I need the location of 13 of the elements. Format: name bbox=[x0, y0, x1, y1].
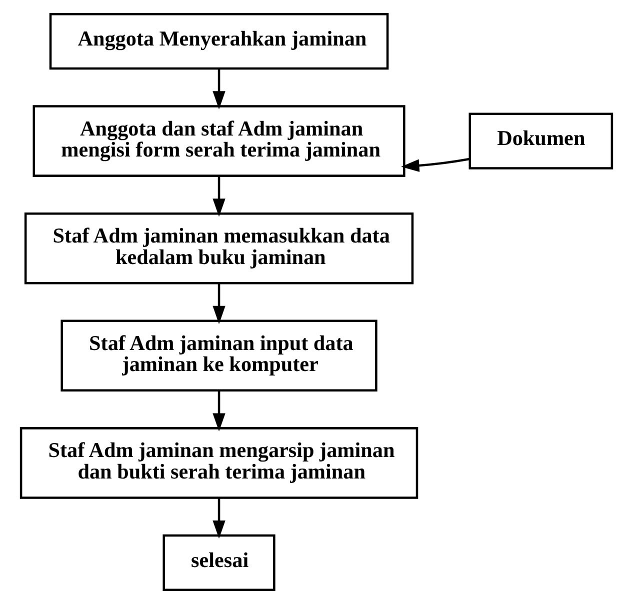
arrow bbox=[212, 283, 226, 324]
arrow bbox=[212, 68, 226, 110]
node-box: Staf Adm jaminan input data jaminan ke komputer bbox=[60, 320, 378, 392]
arrow bbox=[212, 390, 226, 432]
node-box: Staf Adm jaminan mengarsip jaminan dan bukti serah terima jaminan bbox=[20, 427, 418, 499]
node-box: Anggota dan staf Adm jaminan mengisi form serah terima jaminan bbox=[32, 105, 406, 177]
arrow bbox=[401, 158, 470, 172]
node-box: Staf Adm jaminan memasukkan data kedalam buku jaminan bbox=[24, 212, 414, 284]
arrow bbox=[212, 498, 226, 539]
arrow bbox=[212, 176, 226, 217]
node-box: selesai bbox=[162, 534, 276, 592]
node-box: Anggota Menyerahkan jaminan bbox=[49, 12, 389, 70]
node-box: Dokumen bbox=[468, 112, 614, 170]
